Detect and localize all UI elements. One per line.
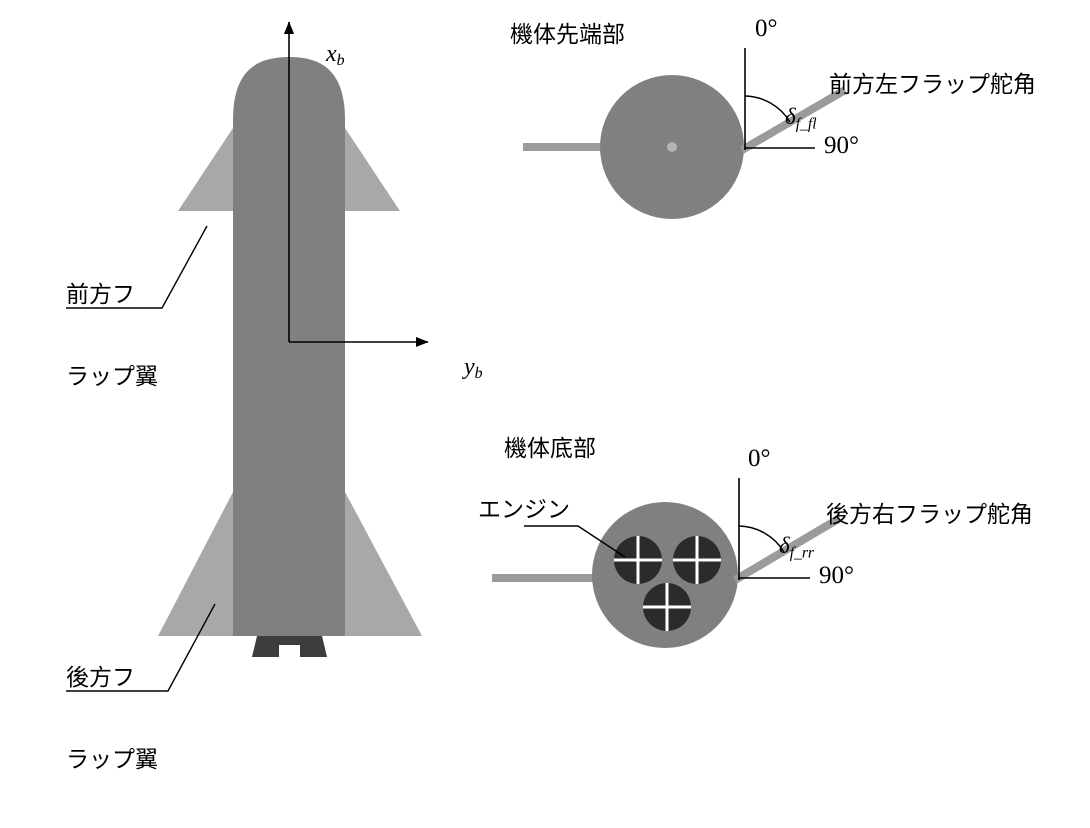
axis-x-label: xb (326, 41, 345, 70)
landing-legs (252, 636, 327, 657)
forward-section-title: 機体先端部 (510, 22, 625, 48)
aft-section-view (492, 478, 843, 648)
front-flap-leader-line (66, 225, 208, 309)
axis-y-label: yb (464, 354, 483, 383)
forward-zero-degree-label: 0° (755, 15, 778, 42)
rear-flap-left (158, 492, 233, 636)
forward-deflection-angle-arc (744, 95, 791, 123)
diagram-vector-layer (66, 21, 848, 692)
rear-flap-label-line1: 後方フ (66, 665, 135, 692)
aft-ninety-degree-label: 90° (819, 562, 854, 589)
forward-delta-glyph: δ (785, 104, 796, 130)
forward-section-hub-dot (667, 142, 677, 152)
front-flap-label: 前方フ ラップ翼 (66, 228, 206, 445)
aft-zero-degree-label: 0° (748, 445, 771, 472)
front-flap-left (178, 128, 233, 211)
rear-flap-right (345, 492, 422, 636)
rocket-planform (66, 21, 429, 692)
engine-group (614, 536, 721, 631)
rear-flap-leader-line (66, 603, 216, 692)
aft-section-title: 機体底部 (504, 436, 596, 462)
aft-deflection-angle-arc (738, 525, 785, 553)
engine-leader-line (524, 525, 626, 558)
aft-delta-subscript: f_rr (789, 544, 815, 562)
forward-ninety-degree-label: 90° (824, 132, 859, 159)
forward-delta-subscript: f_fl (795, 115, 817, 133)
rear-flap-label-line2: ラップ翼 (66, 746, 158, 773)
forward-right-flap-bar (739, 86, 848, 154)
diagram-canvas: xb yb 前方フ ラップ翼 後方フ ラップ翼 機体先端部 0° 90° δf_… (66, 15, 1036, 773)
aft-delta-glyph: δ (779, 533, 790, 559)
aft-right-flap-bar (732, 514, 843, 584)
aft-deflection-symbol: δf_rr (756, 505, 814, 590)
forward-section-view (523, 48, 848, 219)
front-flap-label-line2: ラップ翼 (66, 363, 158, 390)
forward-flap-angle-label: 前方左フラップ舵角 (829, 72, 1036, 98)
front-flap-label-line1: 前方フ (66, 282, 135, 309)
rear-flap-label: 後方フ ラップ翼 (66, 611, 216, 828)
front-flap-right (345, 128, 400, 211)
rocket-body (233, 57, 345, 636)
engine-label: エンジン (478, 497, 570, 523)
forward-deflection-symbol: δf_fl (762, 76, 817, 161)
aft-flap-angle-label: 後方右フラップ舵角 (826, 502, 1033, 528)
